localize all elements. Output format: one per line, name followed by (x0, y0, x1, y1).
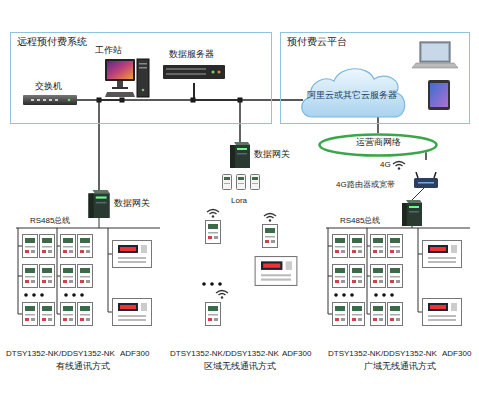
network-link (194, 83, 240, 142)
data-server: 数据服务器 (163, 49, 225, 83)
data-gateway: 数据网关 (88, 190, 160, 218)
network-link (425, 152, 426, 160)
laptop-icon (412, 42, 458, 68)
annotation-label: 区域无线通讯方式 (204, 362, 276, 372)
system-frame: 远程预付费系统工作站 数据服务器交换机 (10, 32, 272, 124)
annotation-label: ADF300 (120, 349, 149, 358)
carrier-network: 运营商网络 (318, 133, 438, 157)
annotation-label: RS485总线 (30, 216, 70, 225)
annotation-label: DTSY1352-NK/DDSY1352-NK (328, 349, 437, 358)
router-icon (414, 172, 438, 188)
node-label: 远程预付费系统 (17, 36, 87, 48)
annotation-label: DTSY1352-NK/DDSY1352-NK (170, 349, 279, 358)
node-label: 数据服务器 (169, 49, 214, 59)
annotation-label: Lora (231, 196, 247, 205)
node-label: 预付费云平台 (287, 36, 347, 48)
meter-group (333, 200, 462, 326)
node-label: 4G路由器或宽带 (336, 180, 395, 189)
node-label: 交换机 (35, 81, 62, 91)
tablet-icon (428, 80, 450, 110)
wifi-icon (392, 160, 406, 170)
meter-group (23, 235, 152, 326)
switch-icon (23, 95, 77, 105)
annotation-label: 广域无线通讯方式 (364, 362, 436, 372)
annotation-label: DTSY1352-NK/DDSY1352-NK (6, 349, 115, 358)
rs485-wiring (326, 188, 470, 314)
cloud-server: 阿里云或其它云服务器 (296, 61, 408, 123)
annotation-label: RS485总线 (340, 216, 380, 225)
workstation-icon (105, 57, 151, 99)
cloud-platform-frame: 预付费云平台阿里云或其它云服务器 (280, 32, 470, 124)
node-label: 运营商网络 (318, 138, 438, 148)
gateway-icon (230, 142, 250, 168)
annotation-label: 有线通讯方式 (56, 362, 110, 372)
node-label: 4G (380, 160, 391, 169)
network-switch: 交换机 (23, 81, 77, 107)
annotation-label: ADF300 (442, 349, 471, 358)
network-link (194, 83, 303, 100)
ellipsis-dots (24, 293, 84, 297)
lora-meter-group (206, 175, 297, 326)
node-label: 数据网关 (114, 199, 150, 209)
ellipsis-dots (334, 293, 394, 297)
node-label: 阿里云或其它云服务器 (296, 91, 408, 101)
ellipsis-dots (202, 282, 222, 286)
gateway-icon (88, 190, 110, 218)
annotation-label: ADF300 (282, 349, 311, 358)
node-label: 工作站 (95, 45, 122, 55)
network-link (123, 83, 194, 100)
node-label: 数据网关 (254, 150, 290, 160)
network-link (377, 117, 378, 133)
workstation: 工作站 (93, 45, 153, 99)
4g-router: 4G 4G路由器或宽带 (336, 160, 440, 196)
network-link (99, 99, 123, 190)
server-icon (163, 65, 225, 81)
data-gateway: 数据网关 (230, 142, 302, 170)
